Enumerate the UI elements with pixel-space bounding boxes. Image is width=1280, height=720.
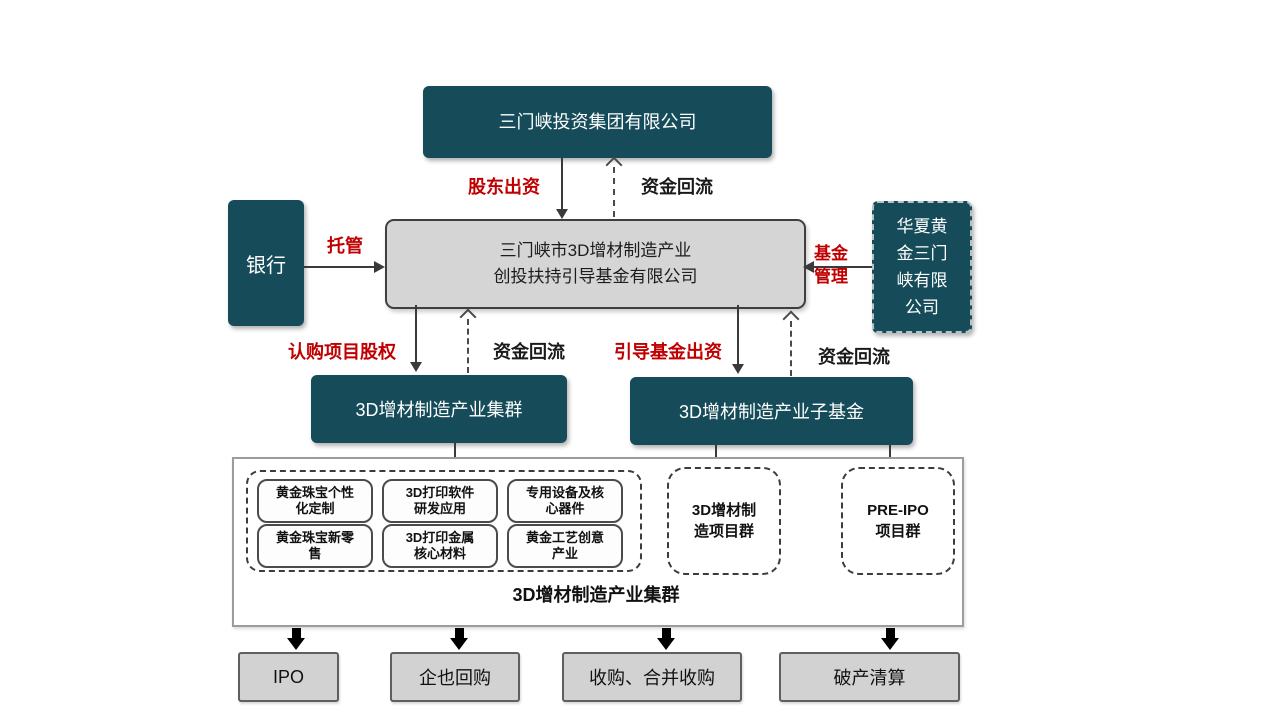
- item-6-line2: 产业: [551, 546, 578, 561]
- custody-arrow-head: [374, 261, 385, 273]
- fund-management-line1: 基金: [814, 244, 848, 263]
- exit-arrow-2-shaft: [454, 628, 464, 638]
- fund-company-line2: 创投扶持引导基金有限公司: [493, 267, 698, 286]
- management-arrow-head: [803, 261, 814, 273]
- fund-company-box: 三门峡市3D增材制造产业 创投扶持引导基金有限公司: [385, 219, 806, 309]
- cluster-container-caption: 3D增材制造产业集群: [512, 585, 680, 605]
- project-group-line1: 3D增材制: [691, 502, 757, 519]
- item-6-line1: 黄金工艺创意: [525, 530, 604, 545]
- item-3d-print-metal: 3D打印金属 核心材料: [382, 524, 498, 568]
- exit-arrow-1: [287, 628, 305, 650]
- shareholder-arrow-line: [561, 158, 563, 210]
- management-arrow-line: [812, 266, 872, 268]
- purchase-equity-label: 认购项目股权: [288, 342, 396, 362]
- capital-return-left-head: [459, 308, 477, 326]
- exit-arrow-2: [450, 628, 468, 650]
- item-1-line1: 黄金珠宝个性: [275, 485, 354, 500]
- item-4-line2: 售: [308, 546, 322, 561]
- exit-arrow-2-tip: [450, 638, 468, 650]
- guide-fund-arrow-line: [737, 305, 739, 365]
- exit-arrow-4: [881, 628, 899, 650]
- industry-cluster-label: 3D增材制造产业集群: [355, 400, 523, 420]
- capital-return-left-label: 资金回流: [493, 342, 565, 362]
- fund-manager-line1: 华夏黄: [896, 217, 948, 236]
- purchase-equity-arrow-head: [410, 362, 422, 372]
- subfund-to-preipo-line: [889, 445, 891, 461]
- fund-management-label: 基金 管理: [814, 242, 848, 288]
- shareholder-arrow-head: [556, 209, 568, 219]
- fund-manager-box: 华夏黄 金三门 峡有限 公司: [872, 201, 972, 333]
- shareholder-contribution-label: 股东出资: [468, 177, 540, 197]
- item-gold-jewelry-retail: 黄金珠宝新零 售: [257, 524, 373, 568]
- fund-manager-line4: 公司: [905, 298, 939, 317]
- cluster-to-container-line: [454, 443, 456, 465]
- item-special-equipment: 专用设备及核 心器件: [507, 479, 623, 523]
- item-5-line2: 核心材料: [413, 546, 466, 561]
- guide-fund-arrow-head: [732, 364, 744, 374]
- bank-box: 银行: [228, 200, 304, 326]
- sub-fund-label: 3D增材制造产业子基金: [678, 402, 864, 422]
- bank-label: 银行: [246, 254, 286, 277]
- fund-management-line2: 管理: [814, 267, 848, 286]
- item-5-line1: 3D打印金属: [405, 530, 475, 545]
- exit-arrow-3: [657, 628, 675, 650]
- sub-fund-box: 3D增材制造产业子基金: [630, 377, 913, 445]
- exit-box-ipo: IPO: [238, 652, 339, 702]
- capital-return-top-label: 资金回流: [641, 177, 713, 197]
- fund-manager-line3: 峡有限: [896, 271, 948, 290]
- item-4-line1: 黄金珠宝新零: [275, 530, 354, 545]
- exit-box-buyback: 企也回购: [390, 652, 520, 702]
- exit-arrow-4-shaft: [885, 628, 895, 638]
- pre-ipo-line1: PRE-IPO: [867, 502, 929, 519]
- fund-company-line1: 三门峡市3D增材制造产业: [499, 241, 692, 260]
- capital-return-top-line: [613, 167, 615, 217]
- project-group-line2: 造项目群: [693, 523, 754, 540]
- capital-return-top-head: [605, 156, 623, 174]
- item-gold-jewelry-custom: 黄金珠宝个性 化定制: [257, 479, 373, 523]
- subfund-to-projects-line: [715, 445, 717, 461]
- fund-manager-line2: 金三门: [896, 244, 948, 263]
- top-company-box: 三门峡投资集团有限公司: [423, 86, 772, 158]
- custody-label: 托管: [327, 236, 363, 256]
- pre-ipo-group-box: PRE-IPO 项目群: [841, 467, 955, 575]
- capital-return-right-label: 资金回流: [818, 347, 890, 367]
- item-1-line2: 化定制: [295, 501, 335, 516]
- exit-box-acquisition: 收购、合并收购: [562, 652, 742, 702]
- industry-cluster-box: 3D增材制造产业集群: [311, 375, 567, 443]
- capital-return-left-line: [467, 319, 469, 373]
- capital-return-right-line: [790, 321, 792, 376]
- exit-arrow-1-shaft: [291, 628, 301, 638]
- item-2-line1: 3D打印软件: [405, 485, 475, 500]
- exit-arrow-3-tip: [657, 638, 675, 650]
- exit-arrow-4-tip: [881, 638, 899, 650]
- item-3-line2: 心器件: [545, 501, 585, 516]
- custody-arrow-line: [304, 266, 376, 268]
- guide-fund-contribution-label: 引导基金出资: [614, 342, 722, 362]
- item-3-line1: 专用设备及核: [525, 485, 604, 500]
- pre-ipo-line2: 项目群: [875, 523, 921, 540]
- capital-return-right-head: [782, 310, 800, 328]
- exit-box-liquidation: 破产清算: [779, 652, 960, 702]
- purchase-equity-arrow-line: [415, 305, 417, 363]
- item-2-line2: 研发应用: [413, 501, 466, 516]
- top-company-label: 三门峡投资集团有限公司: [498, 112, 697, 132]
- exit-arrow-1-tip: [287, 638, 305, 650]
- item-gold-craft-creative: 黄金工艺创意 产业: [507, 524, 623, 568]
- exit-arrow-3-shaft: [661, 628, 671, 638]
- item-3d-print-software: 3D打印软件 研发应用: [382, 479, 498, 523]
- project-group-box: 3D增材制 造项目群: [667, 467, 781, 575]
